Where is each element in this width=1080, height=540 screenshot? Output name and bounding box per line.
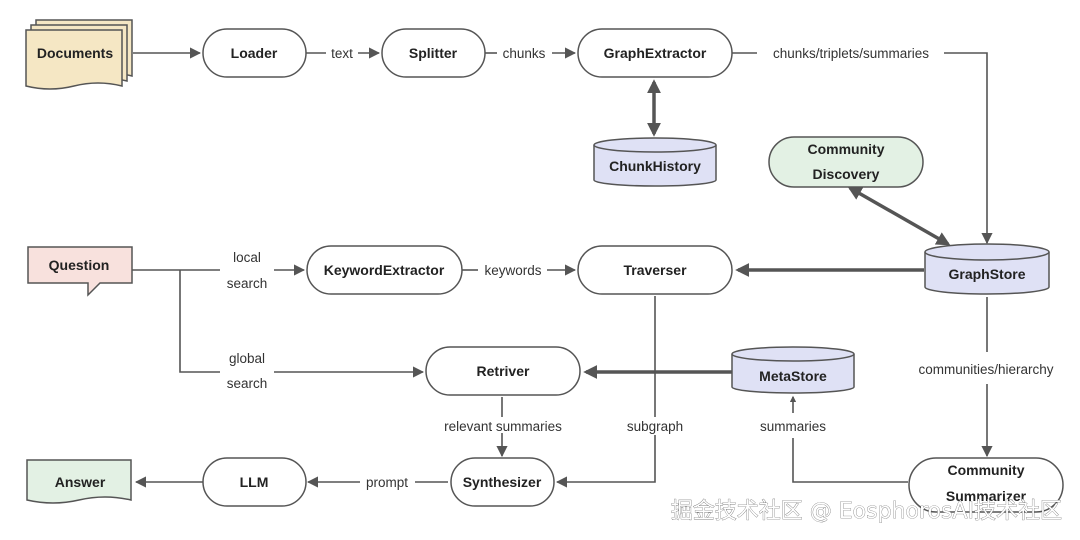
label-keywords: keywords bbox=[484, 263, 541, 278]
documents-node: Documents bbox=[25, 19, 133, 90]
label-local: local bbox=[233, 250, 261, 265]
graph-extractor-node: GraphExtractor bbox=[577, 28, 733, 78]
community-discovery-node: Community Discovery bbox=[768, 136, 924, 188]
edge-question-global bbox=[179, 270, 220, 373]
edge-labels: text chunks chunks/triplets/summaries lo… bbox=[227, 46, 1054, 490]
edge-subgraph-synthesizer bbox=[555, 435, 656, 488]
label-relevant-summaries: relevant summaries bbox=[444, 419, 562, 434]
synthesizer-node: Synthesizer bbox=[450, 457, 555, 507]
answer-node: Answer bbox=[26, 459, 132, 504]
retriver-node: Retriver bbox=[425, 346, 581, 396]
answer-label: Answer bbox=[55, 474, 106, 490]
community-summarizer-label-1: Community bbox=[948, 462, 1025, 478]
question-label: Question bbox=[49, 257, 110, 273]
meta-store-label: MetaStore bbox=[759, 368, 827, 384]
edges bbox=[132, 47, 993, 488]
label-global: global bbox=[229, 351, 265, 366]
graph-store: GraphStore bbox=[924, 243, 1050, 295]
watermark: 掘金技术社区 @ EosphorosAI技术社区 bbox=[671, 499, 1062, 524]
label-global-search: search bbox=[227, 376, 268, 391]
meta-store: MetaStore bbox=[731, 346, 855, 394]
synthesizer-label: Synthesizer bbox=[463, 474, 542, 490]
keyword-extractor-node: KeywordExtractor bbox=[306, 245, 463, 295]
community-summarizer-node: Community Summarizer bbox=[908, 457, 1064, 513]
label-prompt: prompt bbox=[366, 475, 408, 490]
chunk-history-label: ChunkHistory bbox=[609, 158, 701, 174]
llm-node: LLM bbox=[202, 457, 307, 507]
label-local-search: search bbox=[227, 276, 268, 291]
graph-store-label: GraphStore bbox=[948, 266, 1025, 282]
edge-triplets-graphstore bbox=[944, 52, 993, 245]
label-text: text bbox=[331, 46, 353, 61]
label-communities-hierarchy: communities/hierarchy bbox=[918, 362, 1053, 377]
traverser-node: Traverser bbox=[577, 245, 733, 295]
community-summarizer-label-2: Summarizer bbox=[946, 488, 1027, 504]
community-discovery-label-1: Community bbox=[808, 141, 885, 157]
splitter-label: Splitter bbox=[409, 45, 458, 61]
loader-label: Loader bbox=[231, 45, 278, 61]
label-chunks: chunks bbox=[503, 46, 546, 61]
community-discovery-label-2: Discovery bbox=[813, 166, 880, 182]
question-node: Question bbox=[27, 246, 133, 297]
chunk-history-store: ChunkHistory bbox=[593, 137, 717, 187]
loader-node: Loader bbox=[202, 28, 307, 78]
retriver-label: Retriver bbox=[477, 363, 530, 379]
keyword-extractor-label: KeywordExtractor bbox=[324, 262, 445, 278]
documents-label: Documents bbox=[37, 45, 113, 61]
label-summaries: summaries bbox=[760, 419, 826, 434]
edge-community-graphstore bbox=[847, 186, 951, 246]
edge-summarizer-summaries bbox=[792, 438, 908, 483]
label-subgraph: subgraph bbox=[627, 419, 683, 434]
splitter-node: Splitter bbox=[381, 28, 486, 78]
label-chunks-triplets-summaries: chunks/triplets/summaries bbox=[773, 46, 929, 61]
traverser-label: Traverser bbox=[623, 262, 687, 278]
llm-label: LLM bbox=[240, 474, 269, 490]
graph-extractor-label: GraphExtractor bbox=[604, 45, 707, 61]
